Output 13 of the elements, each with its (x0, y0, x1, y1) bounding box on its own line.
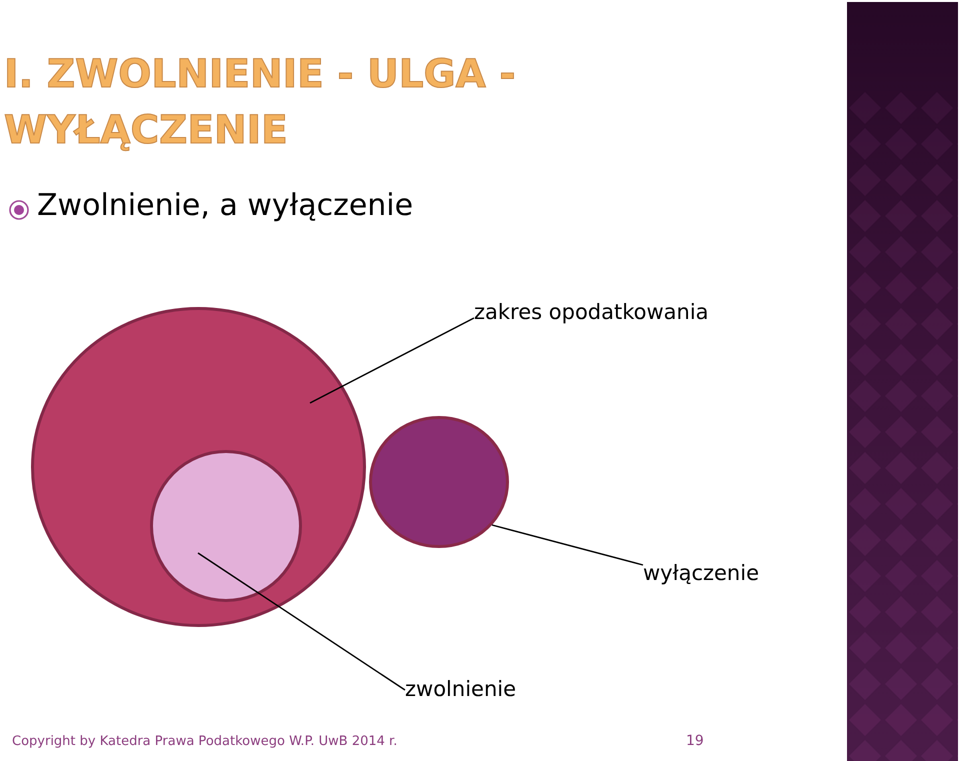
slide-title: I. ZWOLNIENIE - ULGA - WYŁĄCZENIE (4, 51, 517, 155)
callout-label: wyłączenie (643, 561, 759, 585)
leader-line (198, 552, 406, 691)
outer-circle (31, 307, 366, 627)
callout-label: zakres opodatkowania (474, 300, 709, 324)
page-number: 19 (686, 733, 704, 749)
footer-text: Copyright by Katedra Prawa Podatkowego W.P. UwB 2014 r. (12, 734, 398, 749)
side-circle (369, 416, 509, 548)
bullet-text: Zwolnienie, a wyłączenie (37, 188, 414, 223)
callout-label: zwolnienie (405, 677, 516, 701)
leader-line (310, 317, 474, 404)
leader-line (492, 524, 644, 566)
inner-circle (150, 450, 302, 602)
